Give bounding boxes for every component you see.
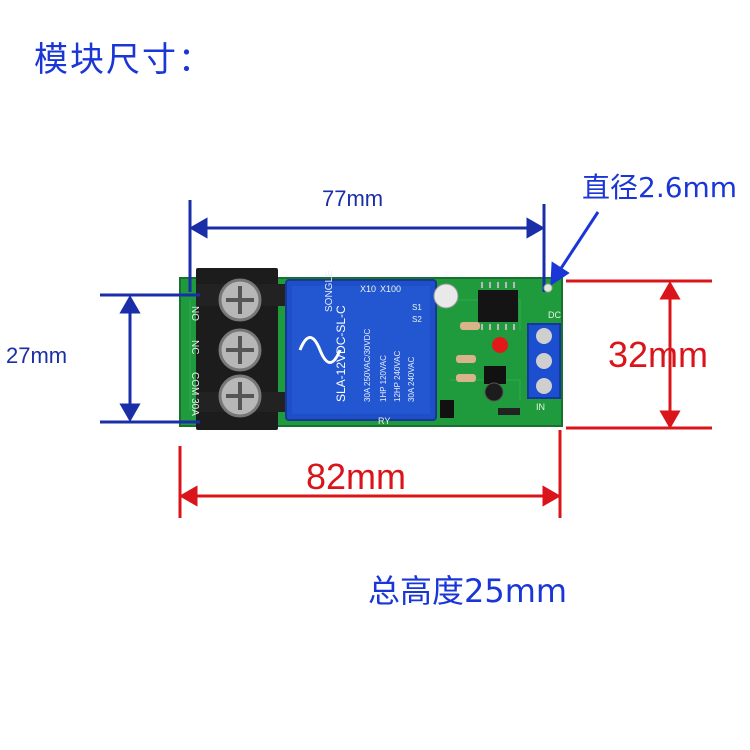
ic-chip bbox=[478, 290, 518, 322]
diode bbox=[498, 408, 520, 415]
silk-dc: DC bbox=[548, 310, 561, 320]
page-title: 模块尺寸： bbox=[34, 40, 214, 80]
red-led bbox=[492, 337, 508, 353]
label-nc: NC bbox=[189, 340, 200, 354]
silk-in: IN bbox=[536, 402, 545, 412]
relay-model: SLA-12VDC-SL-C bbox=[334, 305, 348, 402]
silk-x100: X100 bbox=[380, 284, 401, 294]
total-height-label: 总高度25mm bbox=[368, 572, 568, 610]
resistors bbox=[456, 322, 480, 382]
ic-pins bbox=[481, 282, 515, 330]
hole-diameter-label: 直径2.6mm bbox=[582, 171, 738, 204]
silk-ry: RY bbox=[378, 416, 390, 426]
width-bottom-label: 82mm bbox=[306, 456, 407, 497]
height-left-label: 27mm bbox=[6, 343, 68, 368]
width-top-label: 77mm bbox=[322, 186, 384, 211]
mounting-hole bbox=[543, 283, 553, 293]
capacitor bbox=[484, 382, 504, 402]
potentiometer bbox=[433, 283, 459, 309]
components bbox=[433, 282, 561, 418]
dim-82mm-line bbox=[178, 430, 562, 518]
label-no: NO bbox=[189, 306, 200, 321]
silk-s2: S2 bbox=[412, 315, 422, 324]
silk-x10: X10 bbox=[360, 284, 376, 294]
height-right-label: 32mm bbox=[608, 334, 709, 375]
label-com: COM 30A bbox=[189, 372, 200, 416]
relay-spec-2: 1HP 120VAC bbox=[379, 355, 388, 402]
songle-logo bbox=[298, 336, 342, 364]
dc-terminal-block bbox=[527, 323, 561, 399]
dim-77mm-line bbox=[188, 200, 546, 292]
relay-spec-3: 12HP 240VAC bbox=[393, 350, 402, 402]
hole-pointer-arrow bbox=[550, 211, 600, 286]
relay-brand: SONGLE bbox=[324, 270, 335, 312]
transistor-1 bbox=[484, 366, 506, 384]
relay-spec-1: 30A 250VAC/30VDC bbox=[363, 329, 372, 402]
relay-spec-4: 30A 240VAC bbox=[407, 357, 416, 402]
screw-terminal-block bbox=[196, 268, 286, 430]
silk-s1: S1 bbox=[412, 303, 422, 312]
transistor-2 bbox=[440, 400, 454, 418]
relay: SONGLE SLA-12VDC-SL-C 30A 250VAC/30VDC 1… bbox=[285, 270, 437, 421]
dim-32mm-line bbox=[566, 279, 712, 430]
dim-27mm-line bbox=[100, 293, 200, 424]
